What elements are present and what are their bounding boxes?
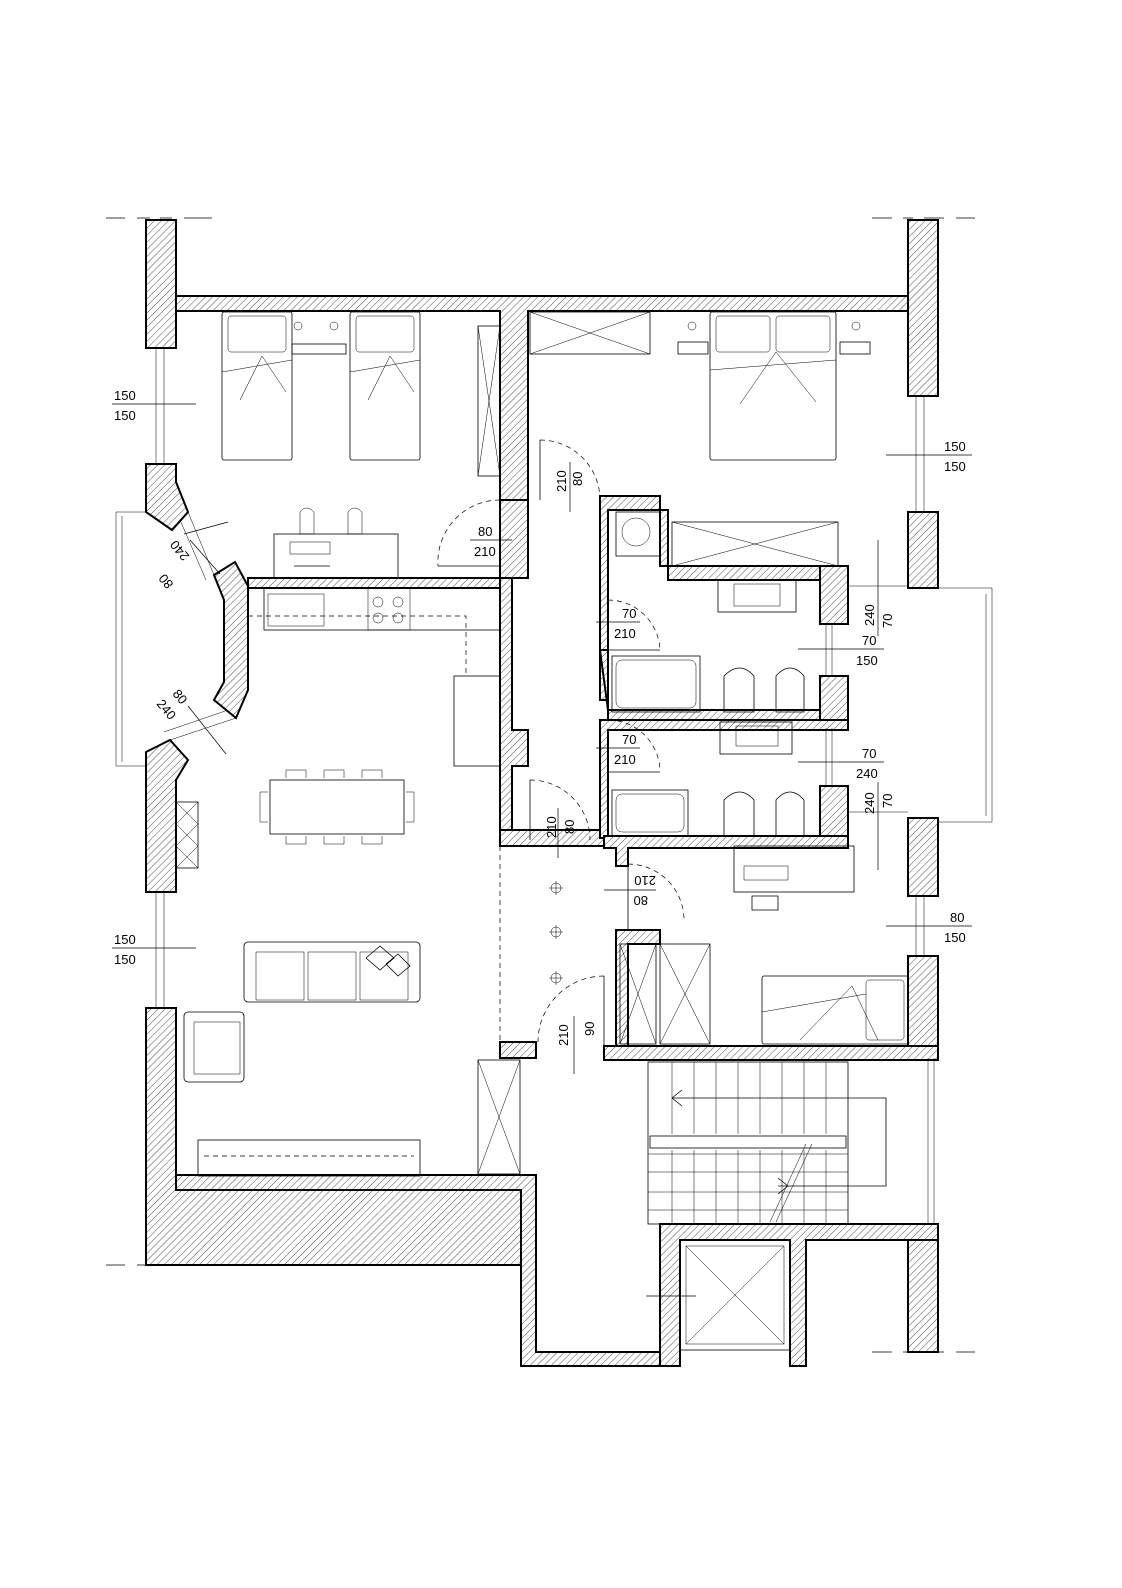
dimension-label: 150 <box>114 408 136 423</box>
dimension-label: 150 <box>944 459 966 474</box>
walls <box>145 219 939 1367</box>
dimension-labels: 150 150 150 150 150 150 80 150 80 210 80… <box>112 388 972 1297</box>
stairs <box>647 1061 887 1225</box>
dimension-label: 80 <box>950 910 964 925</box>
dimension-label: 240 <box>856 766 878 781</box>
dimension-label: 210 <box>634 873 656 888</box>
dimension-label: 80 <box>478 524 492 539</box>
furniture <box>175 311 909 1177</box>
dimension-label: 240 <box>862 792 877 814</box>
dimension-label: 70 <box>880 794 895 808</box>
dimension-label: 70 <box>862 633 876 648</box>
door-swings <box>437 439 685 1046</box>
dimension-label: 80 <box>156 571 177 592</box>
dimension-label: 70 <box>622 606 636 621</box>
dimension-label: 210 <box>544 816 559 838</box>
dimension-label: 150 <box>944 930 966 945</box>
dimension-label: 70 <box>862 746 876 761</box>
dimension-label: 150 <box>114 932 136 947</box>
dimension-label: 80 <box>634 893 648 908</box>
dimension-label: 210 <box>554 470 569 492</box>
dimension-label: 70 <box>880 614 895 628</box>
dimension-label: 150 <box>856 653 878 668</box>
dimension-label: 210 <box>474 544 496 559</box>
dimension-label: 80 <box>562 820 577 834</box>
dimension-label: 210 <box>614 752 636 767</box>
elevator <box>679 1239 791 1351</box>
dimension-label: 70 <box>622 732 636 747</box>
dimension-label: 210 <box>556 1024 571 1046</box>
dimension-label: 240 <box>862 604 877 626</box>
dimension-label: 240 <box>167 537 192 563</box>
dimension-label: 90 <box>582 1022 597 1036</box>
dimension-label: 150 <box>114 388 136 403</box>
dimension-label: 210 <box>614 626 636 641</box>
dimension-label: 150 <box>114 952 136 967</box>
dimension-label: 150 <box>944 439 966 454</box>
dimension-label: 80 <box>570 472 585 486</box>
